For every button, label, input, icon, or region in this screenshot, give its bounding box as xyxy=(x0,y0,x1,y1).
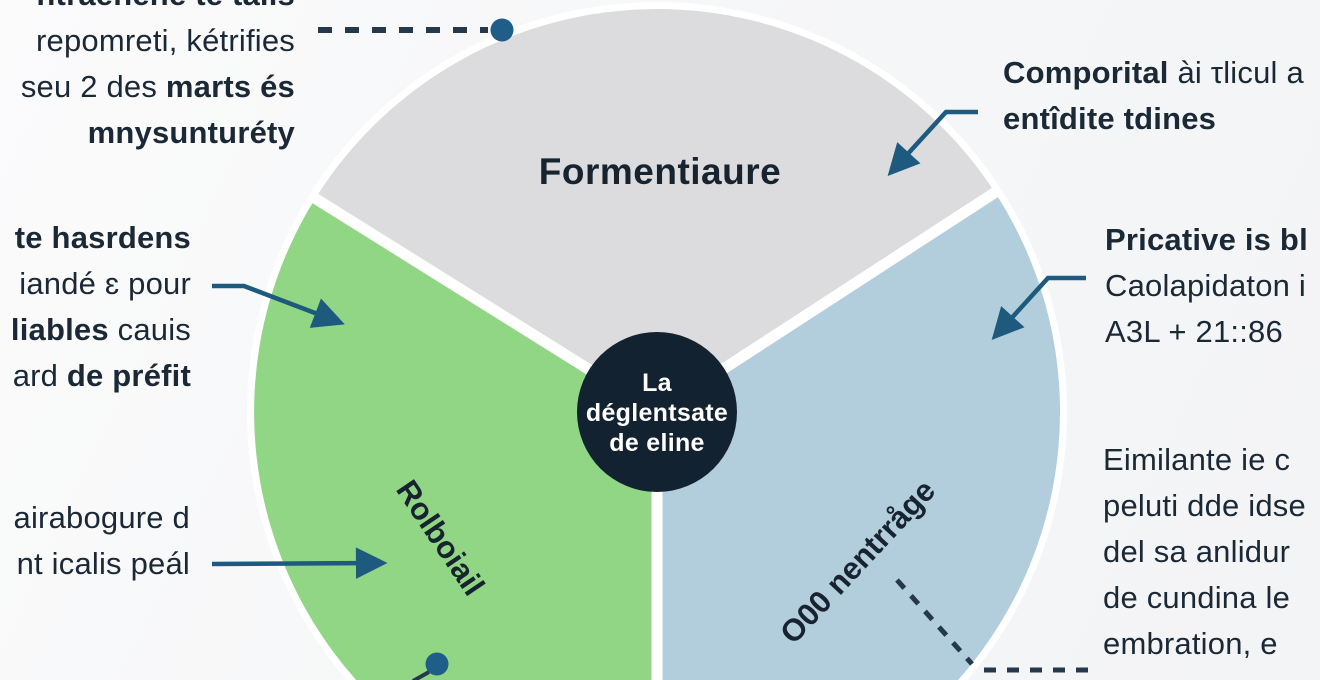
annotation-line: repomreti, kétrifies xyxy=(36,23,295,58)
annotation-line: de cundina le xyxy=(1103,580,1291,615)
annotation-line: Pricative is bl xyxy=(1105,222,1308,257)
annotation-line: ntraenene te tails xyxy=(21,0,295,18)
annotation-bottom-left: airabogure d nt icalis peál xyxy=(14,495,190,587)
center-label: La déglentsate de eline xyxy=(586,368,728,458)
segment-label-top: Formentiaure xyxy=(538,151,782,192)
annotation-line: airabogure d xyxy=(13,500,190,535)
center-label-line: La xyxy=(642,369,672,397)
connector-dot-bottom xyxy=(425,652,449,676)
pie-segment-right xyxy=(657,192,1061,680)
annotation-line: peluti dde idse xyxy=(1103,488,1306,523)
center-label-line: déglentsate xyxy=(585,399,729,427)
dashed-connector-bottom-right-diagonal xyxy=(895,578,974,666)
annotation-bottom-right: Eimilante ie c peluti dde idse del sa anli… xyxy=(1103,437,1306,667)
annotation-line: Comporital ài τlicul a xyxy=(1003,55,1304,90)
annotation-line: te hasrdens xyxy=(14,220,191,255)
annotation-line: embration, e xyxy=(1103,626,1278,661)
annotation-top-right: Comporital ài τlicul a entîdite tdines xyxy=(1003,50,1304,142)
pie-segment-left xyxy=(254,198,657,680)
annotation-line: Eimilante ie c xyxy=(1103,442,1291,477)
arrow-top-right xyxy=(887,109,978,176)
arrow-right-middle xyxy=(991,275,1086,340)
annotation-left: te hasrdens iandé ɛ pour liables cauis ard … xyxy=(11,215,191,399)
center-circle xyxy=(577,332,737,492)
pie-segment-top xyxy=(315,9,995,413)
annotation-top-left: ntraenene te tails repomreti, kétrifies se… xyxy=(21,0,295,156)
annotation-line: A3L + 21::86 xyxy=(1105,314,1283,349)
annotation-line: seu 2 des marts és xyxy=(20,69,295,104)
annotation-line: del sa anlidur xyxy=(1103,534,1291,569)
annotation-line: mnysunturéty xyxy=(87,115,295,150)
center-label-line: de eline xyxy=(609,429,705,457)
annotation-line: ard de préfit xyxy=(12,358,191,393)
annotation-line: liables cauis xyxy=(10,312,191,347)
connector-dot-top xyxy=(490,18,514,42)
annotation-line: entîdite tdines xyxy=(1003,101,1217,136)
arrow-bottom-left xyxy=(211,547,388,579)
annotation-line: nt icalis peál xyxy=(16,546,190,581)
annotation-line: Caolapidaton i xyxy=(1105,268,1307,303)
annotation-line: iandé ɛ pour xyxy=(19,266,191,301)
arrow-left-middle xyxy=(212,283,345,328)
connector-dot-bottom-tail xyxy=(412,670,430,680)
